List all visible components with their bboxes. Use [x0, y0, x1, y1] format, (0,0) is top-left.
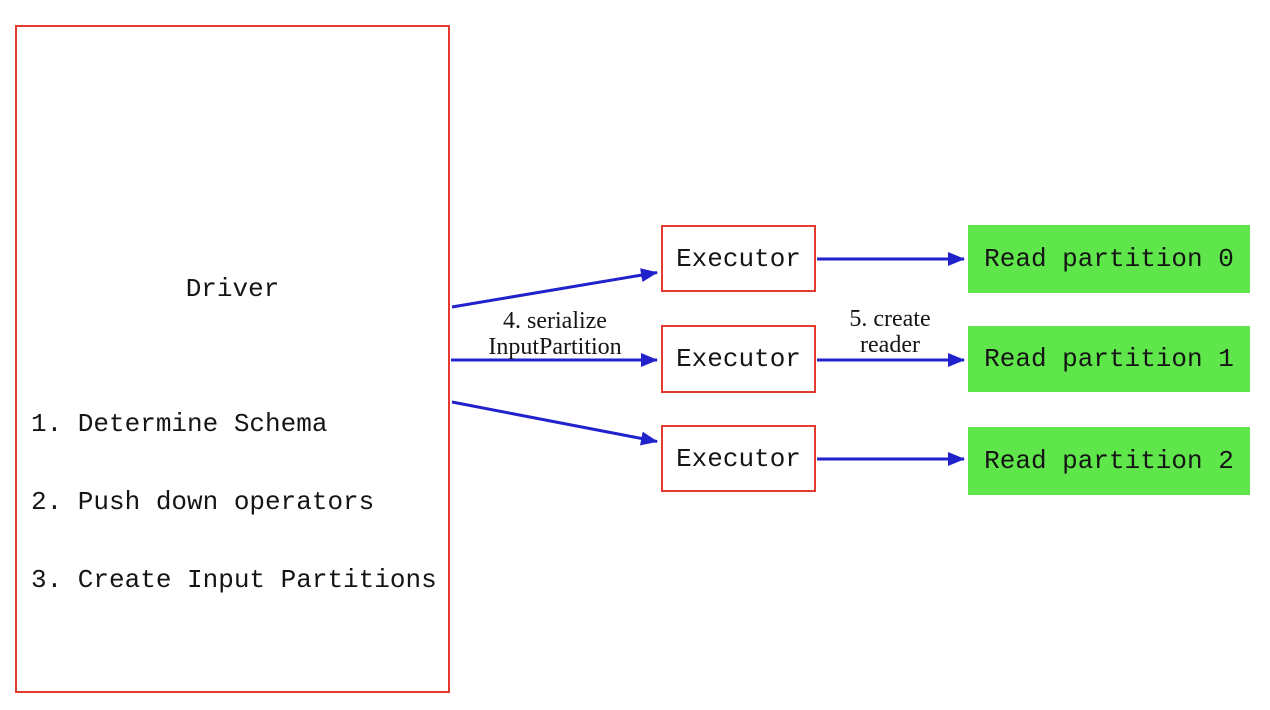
executor-label: Executor [676, 344, 801, 374]
driver-step-2: 2. Push down operators [31, 487, 375, 517]
read-partition-node-0: Read partition 0 [968, 225, 1250, 293]
read-partition-label: Read partition 2 [984, 446, 1234, 476]
arrow-driver-to-executor-0 [451, 268, 658, 309]
executor-label: Executor [676, 443, 801, 474]
read-partition-label: Read partition 0 [984, 244, 1234, 274]
executor-label: Executor [676, 243, 801, 274]
read-partition-node-2: Read partition 2 [968, 427, 1250, 495]
edge-label-serialize-inputpartition: 4. serialize InputPartition [455, 308, 655, 360]
arrow-driver-to-executor-2 [451, 400, 658, 446]
edge-label-line: reader [860, 332, 920, 358]
executor-node-1: Executor [661, 325, 816, 393]
edge-label-create-reader: 5. create reader [792, 306, 988, 358]
executor-node-2: Executor [661, 425, 816, 492]
read-partition-label: Read partition 1 [984, 344, 1234, 374]
driver-step-1: 1. Determine Schema [31, 409, 328, 439]
driver-steps: 1. Determine Schema 2. Push down operato… [31, 359, 437, 645]
driver-node: Driver 1. Determine Schema 2. Push down … [15, 25, 450, 693]
edge-label-line: 4. serialize [503, 308, 607, 334]
executor-node-0: Executor [661, 225, 816, 292]
driver-step-3: 3. Create Input Partitions [31, 565, 437, 595]
edge-label-line: 5. create [849, 306, 931, 332]
driver-title: Driver [185, 274, 280, 304]
read-partition-node-1: Read partition 1 [968, 326, 1250, 392]
edge-label-line: InputPartition [488, 334, 622, 360]
